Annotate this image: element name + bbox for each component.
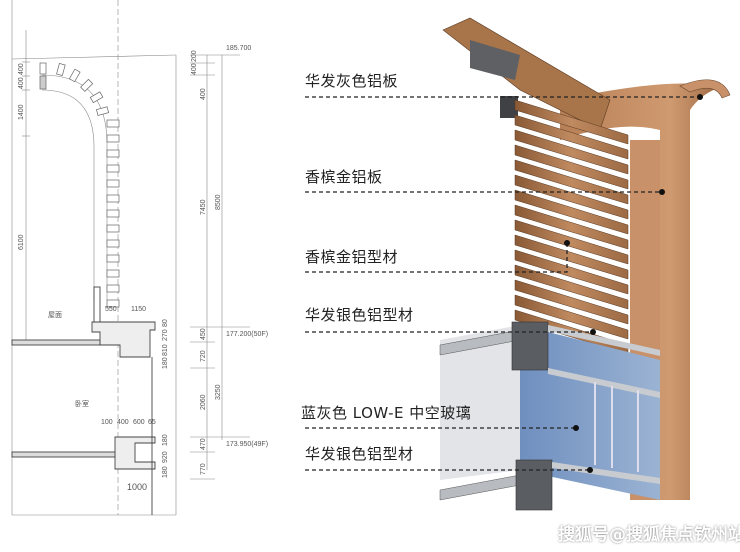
fin xyxy=(106,224,120,233)
champagne-louver xyxy=(514,204,629,250)
dim-1150: 1150 xyxy=(131,306,146,313)
dim-r-720: 720 xyxy=(200,350,207,362)
border-line-top xyxy=(11,54,177,60)
cad-section-drawing: 185.700 177.200(50F) 173.950(49F) 屋面 卧室 … xyxy=(11,0,268,516)
dim-180-upper: 180 xyxy=(162,357,169,369)
fin xyxy=(106,299,120,308)
dim-80: 80 xyxy=(162,319,169,327)
fin xyxy=(106,164,120,173)
glass-panel xyxy=(520,325,660,500)
callout-silver-aluminum-profile-upper: 华发银色铝型材 xyxy=(305,306,414,324)
upper-slab-edge xyxy=(91,321,156,358)
dim-180-lower-a: 180 xyxy=(162,434,169,446)
dim-left-1400: 1400 xyxy=(18,104,25,120)
leader-dot-glass xyxy=(573,425,579,431)
marble-wall xyxy=(440,325,520,480)
dim-920: 920 xyxy=(162,451,169,463)
fin xyxy=(106,269,120,278)
champagne-louver xyxy=(514,129,629,175)
lower-transom xyxy=(552,462,660,484)
dim-r-8500: 8500 xyxy=(215,194,222,210)
roof-label: 屋面 xyxy=(48,311,62,319)
champagne-louver xyxy=(514,219,629,265)
fin xyxy=(106,119,120,128)
dim-270: 270 xyxy=(162,329,169,341)
curved-champagne-wall xyxy=(560,83,718,501)
gray-aluminum-block xyxy=(500,96,518,118)
champagne-louver xyxy=(514,189,629,235)
fin xyxy=(106,149,120,158)
lower-slab-edge xyxy=(114,436,156,470)
leader-line-champagne-profile xyxy=(305,243,568,273)
gray-aluminum-core xyxy=(470,40,520,80)
dim-65: 65 xyxy=(148,419,156,426)
bedroom-label: 卧室 xyxy=(75,399,89,408)
dim-small-400: 400 xyxy=(191,63,198,75)
dim-r-450: 450 xyxy=(200,328,207,340)
mid-transom xyxy=(548,368,660,398)
champagne-louver xyxy=(514,159,629,205)
fin xyxy=(106,134,120,143)
upper-transom xyxy=(548,325,660,356)
callout-champagne-aluminum-profile: 香槟金铝型材 xyxy=(305,248,399,266)
upper-silver-profile xyxy=(511,321,549,371)
dim-600: 600 xyxy=(133,419,145,426)
callout-silver-aluminum-profile-lower: 华发银色铝型材 xyxy=(305,445,414,463)
leader-dot-silver-lower xyxy=(587,467,593,473)
callout-low-e-glass: 蓝灰色 LOW-E 中空玻璃 xyxy=(301,404,472,422)
champagne-louver xyxy=(514,114,629,160)
champagne-louver xyxy=(514,249,629,295)
dim-left-400a: 400 xyxy=(18,63,25,75)
top-elevation-text: 185.700 xyxy=(226,45,251,52)
dim-left-6100: 6100 xyxy=(18,234,25,250)
dim-r-3250: 3250 xyxy=(215,384,222,400)
leader-dot-silver-upper xyxy=(590,329,596,335)
dim-180-lower-b: 180 xyxy=(162,466,169,478)
dim-r-770: 770 xyxy=(200,463,207,475)
dim-small-200: 200 xyxy=(191,50,198,62)
champagne-louver xyxy=(514,144,629,190)
fin xyxy=(106,284,120,293)
dim-r-400: 400 xyxy=(200,88,207,100)
champagne-louver xyxy=(514,234,629,280)
lower-silver-profile xyxy=(515,459,553,511)
lower-slab-render xyxy=(439,474,521,501)
leader-dot-gray-panel xyxy=(697,94,703,100)
dim-r-7450: 7450 xyxy=(200,199,207,215)
callout-gray-aluminum-panel: 华发灰色铝板 xyxy=(305,72,399,90)
dim-r-2060: 2060 xyxy=(200,394,207,410)
fin xyxy=(106,254,120,263)
dim-400: 400 xyxy=(117,419,129,426)
fin xyxy=(106,239,120,248)
dim-100: 100 xyxy=(101,419,113,426)
fin-group xyxy=(39,62,120,308)
fin xyxy=(106,179,120,188)
louver-group xyxy=(514,99,629,355)
leader-dot-champagne-panel xyxy=(659,189,665,195)
dim-1000: 1000 xyxy=(127,482,147,492)
champagne-louver xyxy=(514,294,629,340)
leader-dot-champagne-profile xyxy=(564,240,570,246)
champagne-louver xyxy=(514,99,629,145)
upper-floor-slab xyxy=(11,339,101,346)
champagne-louver xyxy=(514,174,629,220)
lower-floor-slab xyxy=(11,451,116,458)
dim-r-470: 470 xyxy=(200,438,207,450)
callout-champagne-aluminum-panel: 香槟金铝板 xyxy=(305,168,383,186)
dim-810: 810 xyxy=(162,344,169,356)
upper-elevation-text: 177.200(50F) xyxy=(226,331,268,338)
lower-elevation-text: 173.950(49F) xyxy=(226,441,268,448)
dim-left-400b: 400 xyxy=(18,77,25,89)
watermark: 搜狐号@搜狐焦点钦州站 xyxy=(558,525,740,545)
canopy-arc-inner xyxy=(41,89,95,300)
fin xyxy=(106,209,120,218)
fin xyxy=(106,194,120,203)
champagne-louver xyxy=(514,279,629,325)
wall-cap xyxy=(679,79,731,99)
dim-550: 550 xyxy=(105,306,117,313)
